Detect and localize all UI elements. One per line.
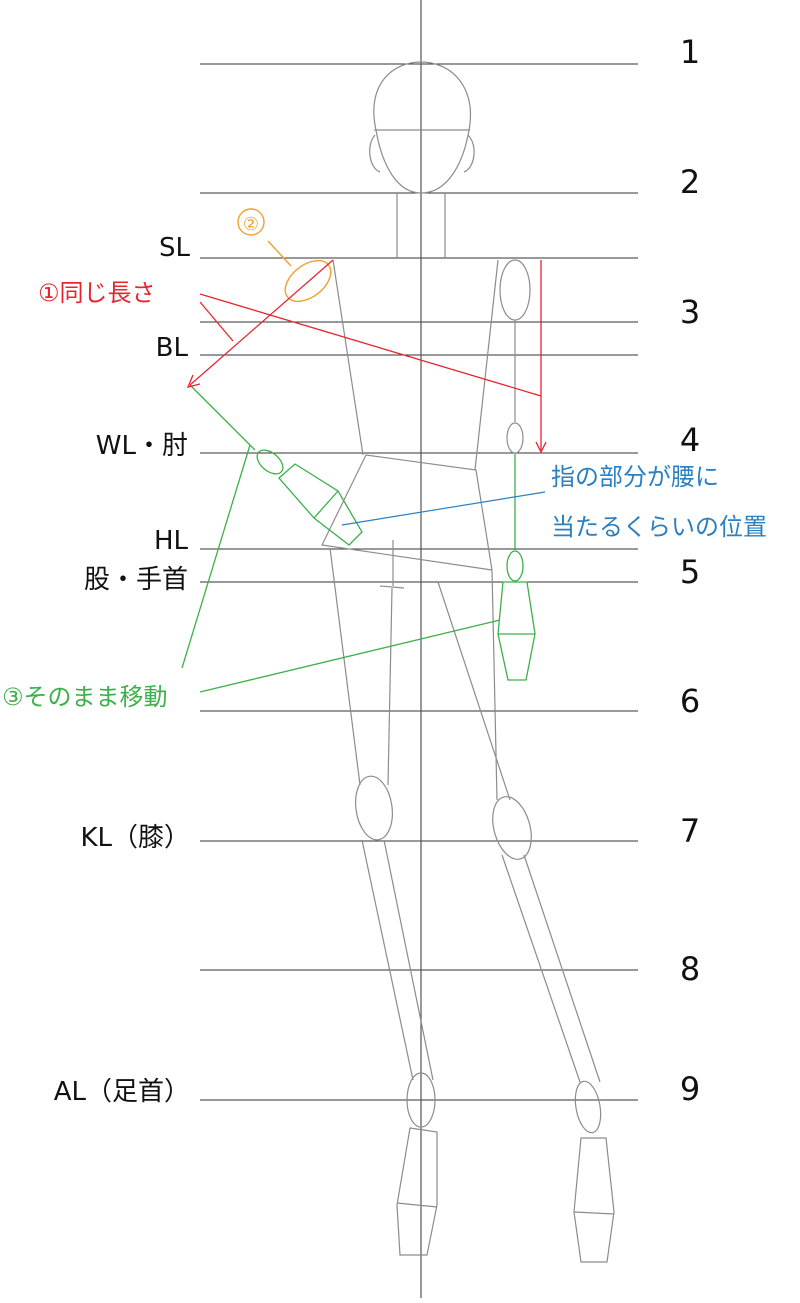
move-pointer-left [181, 444, 251, 669]
gray-figure [321, 61, 615, 1263]
left-thigh-inner [387, 587, 393, 786]
shoulder-ellipse [284, 259, 332, 303]
row-number: 3 [680, 293, 700, 331]
row-number: 7 [680, 812, 700, 850]
row-number: 1 [680, 33, 700, 71]
upper-arm-length-line [189, 259, 334, 386]
same-length-pointer-left [199, 301, 234, 342]
upper-arm-arrowhead [186, 374, 201, 388]
pelvis [321, 454, 493, 571]
left-thigh-outer [329, 547, 361, 786]
right-hand [497, 581, 536, 681]
finger-note-line1: 指の部分が腰に [551, 463, 719, 491]
left-shin-inner [383, 839, 434, 1081]
circle-two-label: ② [243, 214, 259, 235]
torso-right-side [474, 259, 499, 471]
shoulder-pointer [267, 240, 292, 267]
move-as-is-note: ③そのまま移動 [2, 683, 168, 711]
red-measurement [186, 259, 547, 454]
row-number: 2 [680, 163, 700, 201]
row-label-bl: BL [156, 333, 189, 363]
row-label-hl: HL [154, 526, 189, 556]
orange-shoulder-marker [237, 208, 332, 303]
right-shin-inner [523, 854, 601, 1083]
right-foot-line [573, 1211, 615, 1215]
left-knee [355, 775, 393, 841]
right-shoulder-joint [499, 259, 531, 321]
torso-left-side [332, 259, 364, 456]
row-labels: SL BL WL・肘 HL 股・手首 KL（膝） AL（足首） [54, 233, 191, 1107]
same-length-pointer-right [199, 293, 542, 397]
circle-two-badge [237, 208, 265, 236]
finger-note-pointer [341, 491, 546, 526]
row-number: 5 [680, 553, 700, 591]
right-knee [492, 796, 532, 860]
move-pointer-right [199, 619, 501, 693]
left-ear [369, 134, 381, 173]
reference-arrowhead [535, 441, 547, 454]
row-numbers: 1 2 3 4 5 6 7 8 9 [680, 33, 700, 1108]
finger-note-line2: 当たるくらいの位置 [551, 513, 767, 541]
left-foot [396, 1127, 438, 1256]
same-length-note: ①同じ長さ [38, 279, 156, 307]
left-shin-outer [361, 839, 414, 1081]
crotch-tick [379, 585, 405, 589]
left-ankle [406, 1072, 436, 1128]
right-wrist-joint [506, 550, 524, 582]
right-foot [573, 1137, 615, 1263]
left-wrist-joint [256, 449, 284, 475]
row-number: 8 [680, 950, 700, 988]
row-number: 9 [680, 1070, 700, 1108]
right-thigh-inner [437, 581, 511, 801]
right-elbow-joint [506, 422, 524, 454]
row-label-al: AL（足首） [54, 1077, 190, 1107]
right-shin-outer [501, 854, 581, 1083]
green-forearms [181, 384, 536, 693]
row-label-crotch: 股・手首 [84, 565, 188, 595]
row-label-sl: SL [159, 233, 191, 263]
right-ankle [574, 1080, 602, 1134]
right-ear [463, 134, 475, 173]
left-hand [278, 463, 363, 546]
right-thigh-outer [491, 569, 498, 801]
left-foot-line [396, 1202, 438, 1208]
row-number: 4 [680, 421, 700, 459]
horizontal-guide-lines [200, 63, 638, 1101]
left-upper-arm-moved [189, 384, 256, 451]
row-label-wl: WL・肘 [96, 431, 188, 461]
row-label-kl: KL（膝） [80, 823, 190, 853]
row-number: 6 [680, 682, 700, 720]
head [373, 61, 471, 194]
left-hand-line [313, 490, 339, 519]
